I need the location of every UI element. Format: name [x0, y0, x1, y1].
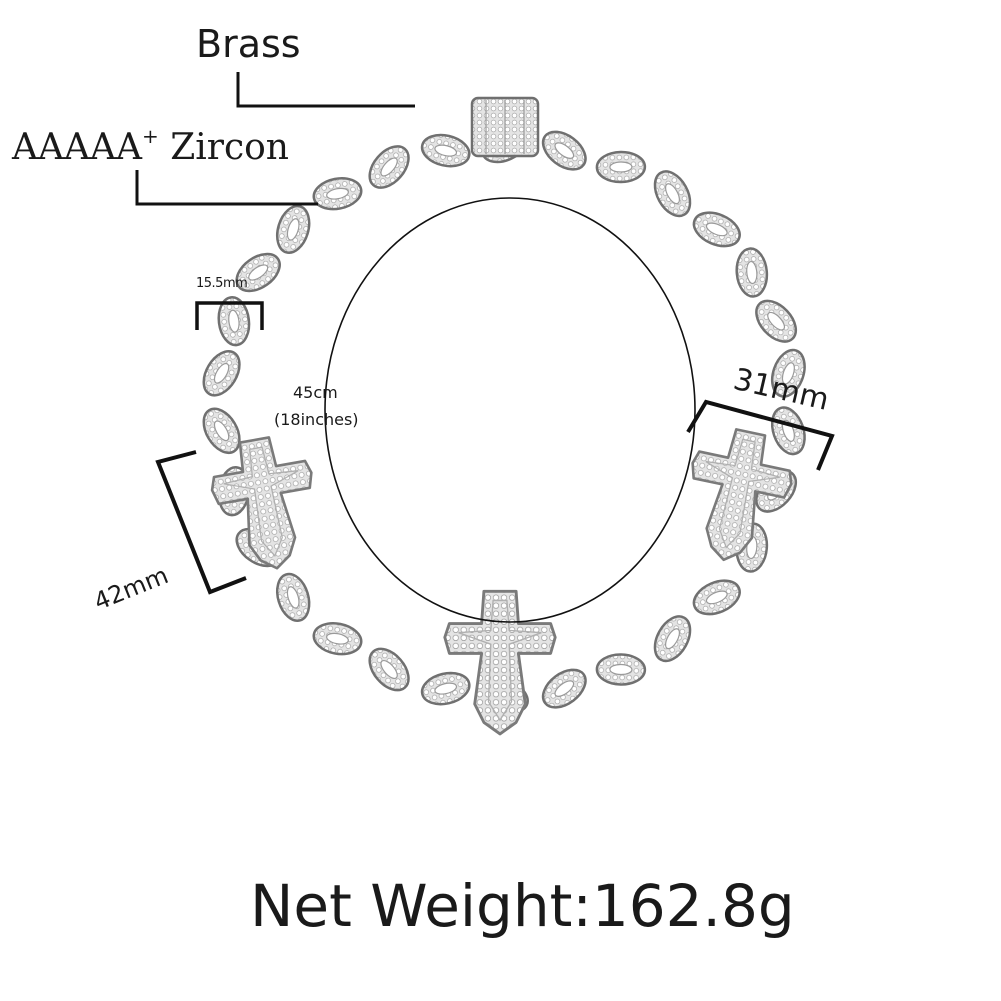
chain-link-opening [248, 264, 269, 281]
chain-link-opening [746, 260, 758, 285]
chain-link-opening [286, 218, 300, 241]
chain-link-opening [213, 420, 230, 442]
chain-link-opening [380, 157, 398, 177]
chain-link-opening [213, 362, 230, 384]
clasp [470, 96, 540, 158]
chain-link-opening [228, 309, 240, 333]
chain-link-opening [554, 142, 575, 159]
cross-width-bracket [686, 399, 835, 471]
link-width-label: 15.5mm [196, 276, 248, 291]
chain-link-opening [434, 144, 458, 157]
chain-link-opening [767, 311, 786, 331]
chain-link-opening [665, 628, 680, 650]
cross-pendant-left [203, 429, 328, 579]
stone-grade-superscript: + [142, 124, 159, 148]
chain-link-opening [705, 590, 728, 605]
length-cm-label: 45cm [293, 383, 338, 402]
stone-grade-main: AAAAA [12, 127, 142, 168]
stone-grade-label: AAAAA+ Zircon [12, 124, 289, 168]
chain-link-opening [286, 586, 300, 609]
chain-link-opening [609, 663, 633, 676]
chain-link-opening [665, 183, 680, 205]
chain-link-opening [326, 187, 349, 200]
zircon-callout-line [135, 170, 318, 206]
net-weight-label: Net Weight:162.8g [250, 872, 795, 940]
chain-link-opening [781, 362, 795, 385]
chain-link-opening [434, 682, 458, 695]
cross-pendant-bottom [443, 589, 557, 736]
link-width-bracket [195, 301, 264, 330]
chain-link-opening [554, 680, 575, 697]
chain-link-opening [705, 222, 728, 237]
length-inches-label: (18inches) [274, 410, 359, 429]
stone-grade-tail: Zircon [158, 127, 289, 168]
chain-link-opening [609, 161, 633, 173]
brass-callout-line [236, 72, 415, 108]
length-circle [324, 197, 696, 623]
cross-height-bracket [155, 450, 247, 595]
chain-link-opening [326, 632, 349, 645]
chain-link-opening [380, 659, 398, 680]
material-label: Brass [196, 22, 301, 66]
